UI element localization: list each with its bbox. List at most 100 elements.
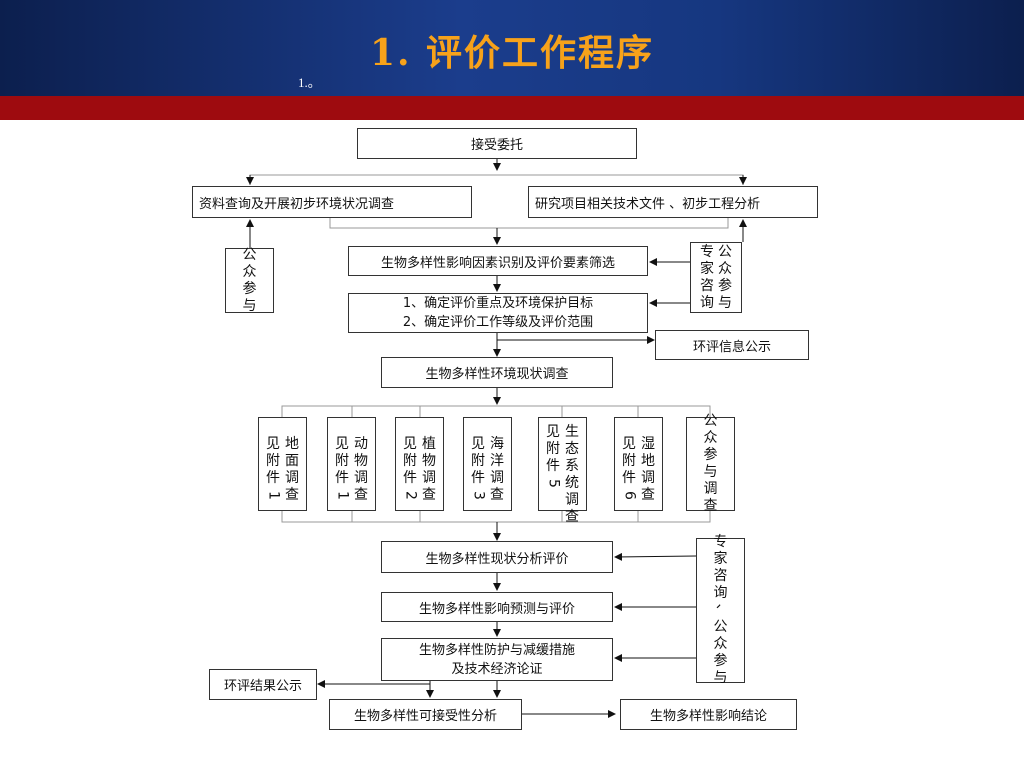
char: 见 bbox=[622, 436, 636, 452]
char: 众 bbox=[713, 636, 728, 652]
node-public-1: 公众参与 bbox=[225, 247, 274, 315]
char: 湿 bbox=[641, 436, 655, 452]
char: 咨 bbox=[700, 277, 714, 294]
survey-title: 动物调查 bbox=[353, 436, 369, 504]
public-1-text: 公众参与 bbox=[242, 247, 258, 315]
char: 见 bbox=[335, 436, 349, 452]
char: 查 bbox=[490, 487, 504, 503]
char: 参 bbox=[703, 447, 718, 463]
char: 附 bbox=[266, 453, 280, 469]
char: 、 bbox=[713, 603, 729, 618]
char: 件 bbox=[266, 470, 280, 486]
char: 见 bbox=[471, 436, 485, 452]
node-determine: 1、确定评价重点及环境保护目标 2、确定评价工作等级及评价范围 bbox=[348, 293, 648, 333]
char: 地 bbox=[641, 453, 655, 469]
determine-line-2: 2、确定评价工作等级及评价范围 bbox=[402, 315, 594, 330]
char: 查 bbox=[641, 487, 655, 503]
char: 查 bbox=[422, 487, 436, 503]
char: 植 bbox=[422, 436, 436, 452]
char: 调 bbox=[422, 470, 436, 486]
char: 众 bbox=[242, 263, 257, 280]
char: 众 bbox=[703, 430, 718, 446]
char: 物 bbox=[422, 453, 436, 469]
node-acceptability: 生物多样性可接受性分析 bbox=[329, 699, 522, 730]
char: 专 bbox=[713, 534, 728, 550]
expert-public-chars: 公众参与 bbox=[717, 244, 733, 312]
node-expert-public-2: 专家咨询、公众参与 bbox=[696, 534, 745, 686]
char: 态 bbox=[565, 441, 579, 457]
char: 与 bbox=[718, 294, 732, 311]
public-1-chars: 公众参与 bbox=[242, 247, 258, 315]
node-identify: 生物多样性影响因素识别及评价要素筛选 bbox=[348, 246, 648, 276]
protect-line-1: 生物多样性防护与减缓措施 bbox=[418, 642, 575, 658]
char: 调 bbox=[565, 492, 579, 508]
char: 见 bbox=[546, 424, 560, 440]
char: 面 bbox=[285, 453, 299, 469]
node-expert-public: 专家咨询 公众参与 bbox=[690, 242, 742, 313]
node-research: 研究项目相关技术文件 、初步工程分析 bbox=[528, 186, 818, 218]
expert-public-text: 公众参与 bbox=[717, 244, 733, 312]
char: 与 bbox=[713, 670, 728, 686]
char: 1 bbox=[334, 491, 351, 500]
char: 众 bbox=[718, 260, 732, 277]
node-accept: 接受委托 bbox=[357, 128, 637, 159]
char: 调 bbox=[285, 470, 299, 486]
char: 公 bbox=[718, 243, 732, 260]
public-survey-text: 公众参与调查 bbox=[703, 413, 719, 515]
char: 件 bbox=[471, 470, 485, 486]
char: 1 bbox=[265, 491, 282, 500]
char: 调 bbox=[490, 470, 504, 486]
title-bar bbox=[0, 0, 1024, 96]
char: 参 bbox=[713, 653, 728, 669]
char: 附 bbox=[403, 453, 417, 469]
char: 咨 bbox=[713, 568, 728, 584]
char: 件 bbox=[335, 470, 349, 486]
node-eia-result: 环评结果公示 bbox=[209, 669, 317, 700]
char: 调 bbox=[641, 470, 655, 486]
node-conclusion: 生物多样性影响结论 bbox=[620, 699, 797, 730]
char: 家 bbox=[700, 260, 714, 277]
char: 参 bbox=[718, 277, 732, 294]
expert-public-2-text: 专家咨询、公众参与 bbox=[713, 534, 729, 687]
survey-title: 植物调查 bbox=[421, 436, 437, 504]
char: 3 bbox=[470, 491, 487, 500]
survey-title: 海洋调查 bbox=[489, 436, 505, 504]
expert-text: 专家咨询 bbox=[699, 244, 715, 312]
red-band bbox=[0, 96, 1024, 120]
char: 与 bbox=[703, 464, 718, 480]
char: 洋 bbox=[490, 453, 504, 469]
char: 物 bbox=[354, 453, 368, 469]
char: 附 bbox=[622, 453, 636, 469]
public-survey-chars: 公众参与调查 bbox=[703, 413, 719, 515]
char: 2 bbox=[402, 491, 419, 500]
expert-public-2-chars: 专家咨询、公众参与 bbox=[713, 534, 729, 687]
char: 查 bbox=[565, 509, 579, 525]
survey-title: 生态系统调查 bbox=[564, 424, 580, 526]
char: 6 bbox=[621, 491, 638, 500]
node-public-survey: 公众参与调查 bbox=[686, 413, 735, 514]
node-protect: 生物多样性防护与减缓措施 及技术经济论证 bbox=[381, 638, 613, 681]
char: 附 bbox=[546, 441, 560, 457]
char: 调 bbox=[703, 481, 718, 497]
node-data-survey: 资料查询及开展初步环境状况调查 bbox=[192, 186, 472, 218]
protect-line-2: 及技术经济论证 bbox=[451, 661, 543, 677]
node-env-survey: 生物多样性环境现状调查 bbox=[381, 357, 613, 388]
char: 查 bbox=[354, 487, 368, 503]
char: 动 bbox=[354, 436, 368, 452]
char: 地 bbox=[285, 436, 299, 452]
merge-connector bbox=[329, 218, 729, 229]
survey-title: 湿地调查 bbox=[640, 436, 656, 504]
char: 家 bbox=[713, 551, 728, 567]
survey-title: 地面调查 bbox=[284, 436, 300, 504]
char: 海 bbox=[490, 436, 504, 452]
